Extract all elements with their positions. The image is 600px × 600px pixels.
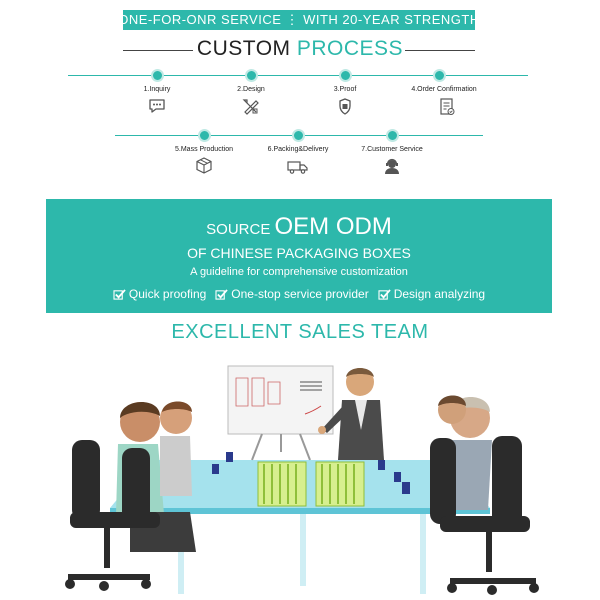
packaging-box-samples [257, 461, 365, 507]
step-label-1: 1.Inquiry [143, 86, 171, 93]
promo-headline-small: SOURCE [206, 221, 275, 238]
whiteboard [227, 365, 334, 461]
promo-features: Quick proofing One-stop service provider… [46, 287, 552, 301]
sales-team-meeting-illustration [65, 365, 539, 595]
process-line-row1 [68, 75, 528, 76]
title-divider-right [405, 50, 475, 51]
shield-icon [338, 98, 352, 115]
design-tools-icon [242, 98, 260, 115]
feature-label: One-stop service provider [231, 287, 369, 301]
package-icon [195, 157, 213, 175]
headset-person-icon [383, 157, 401, 175]
step-label-3: 3.Proof [333, 86, 357, 93]
step-label-4: 4.Order Confirmation [411, 86, 477, 93]
truck-icon [287, 160, 309, 174]
feature-item: Quick proofing [113, 287, 206, 301]
page-title: CUSTOM PROCESS [0, 37, 600, 61]
office-chairs-left [65, 440, 160, 591]
checkbox-check-icon [215, 288, 228, 300]
feature-item: Design analyzing [378, 287, 485, 301]
chat-icon [148, 98, 166, 115]
oem-odm-promo-banner: SOURCE OEM ODM OF CHINESE PACKAGING BOXE… [46, 199, 552, 313]
step-dot-6 [292, 129, 305, 142]
sales-team-title: EXCELLENT SALES TEAM [171, 321, 429, 343]
promo-headline: SOURCE OEM ODM [46, 213, 552, 241]
title-main: CUSTOM [196, 37, 297, 60]
step-label-2: 2.Design [237, 86, 265, 93]
feature-item: One-stop service provider [215, 287, 369, 301]
step-dot-3 [339, 69, 352, 82]
service-banner: ONE-FOR-ONR SERVICE ⋮ WITH 20-YEAR STREN… [118, 10, 479, 30]
step-dot-2 [245, 69, 258, 82]
office-chairs-right [430, 436, 539, 595]
step-label-6: 6.Packing&Delivery [267, 146, 329, 153]
step-label-7: 7.Customer Service [361, 146, 423, 153]
checkbox-check-icon [378, 288, 391, 300]
promo-tagline: A guideline for comprehensive customizat… [190, 266, 408, 278]
step-dot-5 [198, 129, 211, 142]
feature-label: Design analyzing [393, 287, 486, 301]
step-dot-7 [386, 129, 399, 142]
step-label-5: 5.Mass Production [175, 146, 233, 153]
document-check-icon [439, 98, 455, 116]
title-highlight: PROCESS [296, 37, 404, 60]
presenter-figure [318, 368, 384, 460]
client-right-group [438, 395, 492, 510]
promo-headline-big: OEM ODM [274, 213, 392, 240]
step-dot-4 [433, 69, 446, 82]
step-dot-1 [151, 69, 164, 82]
checkbox-check-icon [113, 288, 126, 300]
promo-subheadline: OF CHINESE PACKAGING BOXES [187, 245, 411, 261]
feature-label: Quick proofing [128, 287, 207, 301]
custom-process-title: CUSTOM PROCESS [0, 37, 600, 65]
title-divider-left [123, 50, 193, 51]
